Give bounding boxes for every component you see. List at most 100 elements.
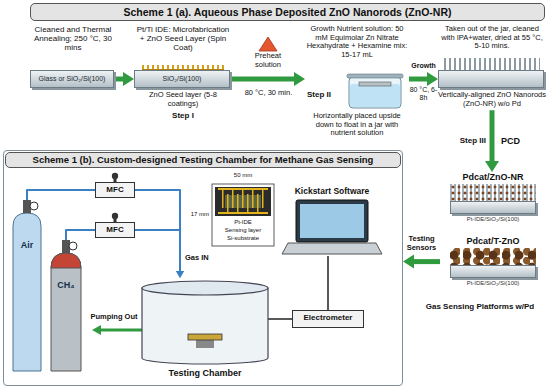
gas-line [66,230,95,240]
software-label: Kickstart Software [282,186,382,197]
connector-line [116,77,124,82]
part-name: Si-substrate [227,235,259,242]
inset-bus [218,188,268,190]
gas-cylinder: Air [12,200,42,372]
edge-label: 80 °C, 30 min. [236,89,302,98]
arrow-head [176,271,184,278]
flow-label: Pumping Out [90,313,137,322]
connector-line [268,318,292,320]
sample-title: Pdcat/ZnO-NR [440,172,546,182]
process-arrow [232,72,305,86]
box-label: MFC [96,223,134,237]
step-number: Step I [172,111,194,120]
arrow-head [294,72,305,86]
sensor-stand [196,340,214,348]
inset-finger [247,194,249,212]
cylinder-body [13,213,41,371]
connector-line [135,230,180,272]
inset-finger [242,190,244,208]
inset-bus [218,212,268,214]
step-caption: Pt/Ti IDE: Microfabrication + ZnO Seed L… [134,25,232,65]
substrate [438,70,544,88]
chamber-body [142,288,268,364]
process-arrow [116,72,134,86]
pump-out-arrow [92,325,142,335]
cylinder-label: Air [12,240,42,251]
cylCh4-shape [50,240,82,372]
pd-nanorods [450,184,536,201]
inset-finger [227,194,229,212]
gas-line [135,230,184,278]
sensor-sample: Pdcat/ZnO-NR Pt-IDE/SiO₂/Si(100) [440,172,546,223]
process-step: Taken out of the jar, cleaned with IPA+w… [438,25,546,108]
jar-body [349,77,401,108]
step-note: Preheat solution [245,52,291,69]
testing-chamber: Testing Chamber [140,278,270,384]
substrate [450,201,536,214]
jar-drawing [345,73,405,109]
header-title: Scheme 1 (a). Aqueous Phase Deposited Zn… [31,4,544,20]
sample-icon [450,248,536,278]
process-arrow [485,110,499,172]
chamber-label: Testing Chamber [140,368,270,379]
electrometer-box: Electrometer [292,310,364,328]
cylinder-body [51,253,81,371]
edge-label: Testing Sensors [404,235,440,252]
heat-triangle [259,37,277,51]
edge-label: PCD [501,136,520,146]
inset-finger [257,194,259,212]
arrow-head [123,72,134,86]
nutrient-solution [350,84,400,107]
sensor-inset [212,184,274,246]
sensor-sample: Pdcat/T-ZnO Pt-IDE/SiO₂/Si(100) [440,236,546,287]
signal-wire [328,256,329,310]
pd-tetrapods [450,248,536,265]
sample-icon [450,184,536,214]
flow-label: Gas IN [185,254,209,263]
process-arrow [409,72,438,86]
connector-line [135,190,180,272]
arrow-head [176,271,184,278]
pressure-gauge [69,242,77,250]
sensor-chip [188,334,222,340]
cylinder-label: CH₄ [50,280,82,291]
inset-finger [232,190,234,208]
dimension: 50 mm [234,172,252,179]
mfc-box: MFC [95,222,135,238]
nanorods [444,58,540,70]
substrate-label: Pt-IDE/SiO₂/Si(100) [440,280,546,287]
connector-line [232,77,295,82]
arrow-head [485,161,499,172]
gas-line [135,190,184,278]
connector-line [490,110,495,162]
substrate [450,265,536,278]
part-name: Sensing layer [225,227,261,234]
substrate-label: Pt-IDE/SiO₂/Si(100) [440,216,546,223]
laptop: Kickstart Software [282,186,382,256]
panel: Scheme 1 (b). Custom-designed Testing Ch… [3,150,403,386]
panel-title: Scheme 1 (b). Custom-designed Testing Ch… [5,152,401,168]
cylAir-shape [12,200,42,372]
connector-line [327,256,329,310]
step-note: Horizontally placed upside down to float… [305,112,409,138]
header-box: Scheme 1 (a). Aqueous Phase Deposited Zn… [30,3,545,21]
step-caption: Cleaned and Thermal Annealing; 250 °C, 3… [30,25,116,70]
gas-line [27,190,95,200]
inset-finger [237,194,239,212]
step-number: Step II [307,90,331,99]
connector-line [66,230,95,240]
laptop-shape [282,186,382,256]
signal-wire [268,319,292,320]
connector-line [409,77,428,82]
process-step: Growth Nutrient solution: 50 mM Equimola… [305,25,409,138]
sample-title: Pdcat/T-ZnO [440,236,546,246]
step-caption: Growth Nutrient solution: 50 mM Equimola… [305,25,409,73]
step-caption: Taken out of the jar, cleaned with IPA+w… [438,25,546,58]
inset-frame [212,184,274,246]
step-note: 80 °C, 6-8h [410,86,438,102]
arrow-head [427,72,438,86]
floating-substrate [359,82,391,86]
step-number: Step III [460,136,486,145]
inset-finger [262,190,264,208]
